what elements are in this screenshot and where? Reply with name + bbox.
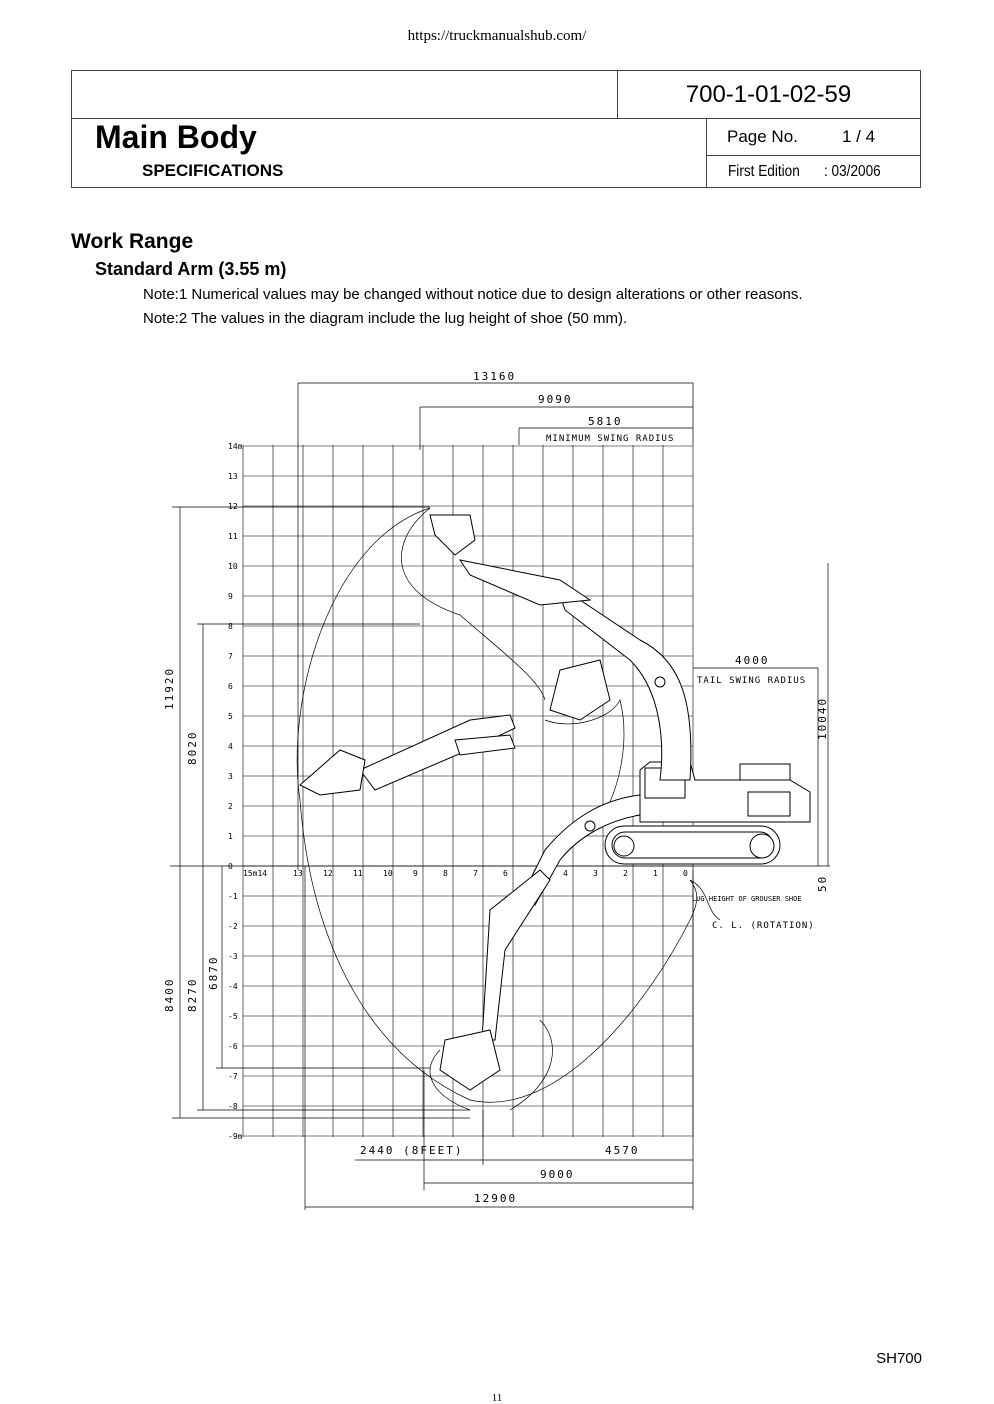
y-tick-label: 8	[228, 622, 233, 631]
y-tick-label: -7	[228, 1072, 238, 1081]
y-tick-label: -8	[228, 1102, 238, 1111]
y-tick-label: 11	[228, 532, 238, 541]
page-number-label: Page No.	[727, 127, 798, 146]
section-title: Work Range	[71, 230, 194, 253]
y-tick-label: 2	[228, 802, 233, 811]
dim-8020: 8020	[186, 731, 199, 766]
tail-swing-label: TAIL SWING RADIUS	[697, 676, 806, 686]
y-tick-label: -3	[228, 952, 238, 961]
source-url: https://truckmanualshub.com/	[407, 28, 587, 44]
x-tick-label: 1	[653, 869, 658, 878]
dim-12900: 12900	[474, 1192, 517, 1205]
section-subtitle: Standard Arm (3.55 m)	[95, 259, 287, 279]
y-tick-label: 6	[228, 682, 233, 691]
dim-8400: 8400	[163, 978, 176, 1013]
dim-6870: 6870	[207, 956, 220, 991]
cl-label: C. L. (ROTATION)	[712, 921, 815, 931]
note-1: Note:1 Numerical values may be changed w…	[143, 286, 803, 303]
y-tick-label: -5	[228, 1012, 238, 1021]
dim-13160: 13160	[473, 370, 516, 383]
y-tick-label: 14m	[228, 442, 243, 451]
x-tick-label: 15m14	[243, 869, 267, 878]
edition-label: First Edition	[728, 163, 800, 180]
edition-value: : 03/2006	[824, 163, 881, 180]
y-tick-label: -4	[228, 982, 238, 991]
y-tick-label: 13	[228, 472, 238, 481]
page-number: 11	[491, 1392, 503, 1404]
y-tick-label: -9m	[228, 1132, 243, 1141]
y-tick-label: 12	[228, 502, 238, 511]
page-title: Main Body	[95, 119, 257, 155]
y-tick-label: -6	[228, 1042, 238, 1051]
y-tick-label: 7	[228, 652, 233, 661]
x-tick-label: 10	[383, 869, 393, 878]
document-header: 700-1-01-02-59 Main Body SPECIFICATIONS …	[71, 70, 921, 188]
y-tick-label: 9	[228, 592, 233, 601]
y-tick-label: -1	[228, 892, 238, 901]
dim-8270: 8270	[186, 978, 199, 1013]
x-tick-label: 8	[443, 869, 448, 878]
x-tick-label: 4	[563, 869, 568, 878]
note-2: Note:2 The values in the diagram include…	[143, 310, 628, 327]
y-tick-label: 4	[228, 742, 233, 751]
y-tick-label: 0	[228, 862, 233, 871]
x-tick-label: 7	[473, 869, 478, 878]
y-tick-label: -2	[228, 922, 238, 931]
dim-9090: 9090	[538, 393, 573, 406]
lug-label: LUG HEIGHT OF GROUSER SHOE	[692, 895, 802, 903]
x-tick-label: 2	[623, 869, 628, 878]
x-tick-label: 6	[503, 869, 508, 878]
y-tick-label: 3	[228, 772, 233, 781]
x-tick-label: 9	[413, 869, 418, 878]
y-tick-label: 1	[228, 832, 233, 841]
dim-9000: 9000	[540, 1168, 575, 1181]
x-tick-label: 12	[323, 869, 333, 878]
dim-4000: 4000	[735, 654, 770, 667]
x-tick-label: 0	[683, 869, 688, 878]
dim-2440: 2440 (8FEET)	[360, 1144, 463, 1157]
min-swing-label: MINIMUM SWING RADIUS	[546, 434, 674, 444]
dim-11920: 11920	[163, 667, 176, 710]
model-name: SH700	[876, 1350, 922, 1367]
y-tick-label: 5	[228, 712, 233, 721]
x-tick-label: 11	[353, 869, 363, 878]
x-tick-label: 13	[293, 869, 303, 878]
dim-10040: 10040	[816, 697, 829, 740]
document-number: 700-1-01-02-59	[685, 81, 852, 108]
page-subtitle: SPECIFICATIONS	[142, 161, 284, 180]
dim-50: 50	[816, 875, 829, 892]
dim-5810: 5810	[588, 415, 623, 428]
page-number-value: 1 / 4	[842, 127, 876, 146]
x-tick-label: 3	[593, 869, 598, 878]
dim-4570: 4570	[605, 1144, 640, 1157]
y-tick-label: 10	[228, 562, 238, 571]
